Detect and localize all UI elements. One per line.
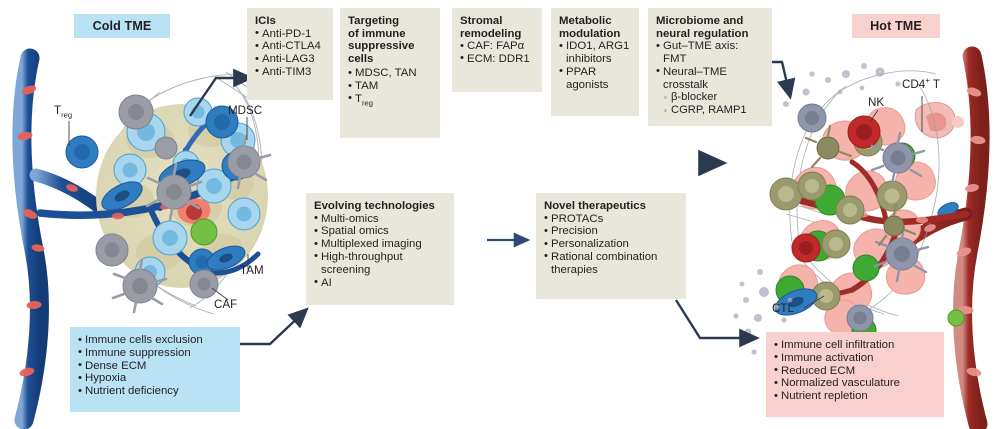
box-hot-features-list: Immune cell infiltration Immune activati… <box>774 339 936 403</box>
box-targeting-title: Targeting of immune suppressive cells <box>348 15 415 65</box>
box-cold-features-list: Immune cells exclusion Immune suppressio… <box>78 334 232 398</box>
annotation-nk: NK <box>868 96 885 109</box>
list-item: Hypoxia <box>78 372 232 385</box>
box-evolving-list: Multi-omics Spatial omics Multiplexed im… <box>314 212 446 290</box>
list-item: Nutrient deficiency <box>78 385 232 398</box>
cold-intratumoural-vessels <box>36 107 261 276</box>
list-item-treg: Treg <box>348 92 432 110</box>
box-evolving-technologies: Evolving technologies Multi-omics Spatia… <box>306 193 454 305</box>
list-item: Nutrient repletion <box>774 390 936 403</box>
list-item: CAF: FAPα <box>460 40 534 53</box>
leader-nk <box>869 109 879 123</box>
list-item: Neural–TME crosstalk <box>656 65 764 92</box>
list-item: Anti-LAG3 <box>255 53 325 66</box>
list-item: PPAR agonists <box>559 65 631 92</box>
cold-tme-label: Cold TME <box>74 14 170 38</box>
list-item: Multiplexed imaging <box>314 238 446 251</box>
arrow-layer <box>68 60 923 348</box>
box-microbiome-neural-regulation: Microbiome and neural regulation Gut–TME… <box>648 8 772 126</box>
box-metabolic-list: IDO1, ARG1 inhibitors PPAR agonists <box>559 40 631 91</box>
box-stromal-list: CAF: FAPα ECM: DDR1 <box>460 40 534 66</box>
box-novel-list: PROTACs Precision Personalization Ration… <box>544 212 678 277</box>
box-microbiome-title: Microbiome and neural regulation <box>656 15 749 40</box>
box-targeting-list: MDSC, TAN TAM Treg <box>348 67 432 110</box>
cold-tme-label-text: Cold TME <box>92 19 152 33</box>
box-microbiome-list: Gut–TME axis: FMT Neural–TME crosstalk β… <box>656 40 764 118</box>
list-subitem: β-blocker <box>656 91 764 105</box>
box-icis: ICIs Anti-PD-1 Anti-CTLA4 Anti-LAG3 Anti… <box>247 8 333 100</box>
list-item: AI <box>314 276 446 290</box>
list-item: Multi-omics <box>314 212 446 226</box>
box-icis-title: ICIs <box>255 15 276 27</box>
list-item: IDO1, ARG1 inhibitors <box>559 40 631 66</box>
arrow-cold-features-to-tech <box>240 307 309 346</box>
box-hot-tme-features: Immune cell infiltration Immune activati… <box>766 332 944 417</box>
annotation-tam: TAM <box>240 264 264 277</box>
list-item: TAM <box>348 80 432 93</box>
box-novel-title: Novel therapeutics <box>544 200 646 212</box>
list-item: Anti-TIM3 <box>255 65 325 79</box>
hot-tme-label-text: Hot TME <box>870 19 922 33</box>
list-item: Personalization <box>544 238 678 251</box>
box-stromal-title: Stromal remodeling <box>460 15 522 40</box>
list-item: ECM: DDR1 <box>460 52 534 66</box>
list-item: Normalized vasculature <box>774 377 936 390</box>
annotation-ctl: CTL <box>772 302 794 315</box>
list-subitem: CGRP, RAMP1 <box>656 104 764 118</box>
list-item: Reduced ECM <box>774 364 936 378</box>
box-icis-list: Anti-PD-1 Anti-CTLA4 Anti-LAG3 Anti-TIM3 <box>255 27 325 79</box>
list-item: Gut–TME axis: FMT <box>656 40 764 66</box>
cold-macrophages <box>95 94 272 314</box>
list-item: Precision <box>544 225 678 238</box>
list-item: Immune cell infiltration <box>774 339 936 352</box>
annotation-caf: CAF <box>214 298 238 311</box>
box-novel-therapeutics: Novel therapeutics PROTACs Precision Per… <box>536 193 686 299</box>
cold-green-cell <box>190 218 218 246</box>
box-evolving-title: Evolving technologies <box>314 200 435 212</box>
box-cold-tme-features: Immune cells exclusion Immune suppressio… <box>70 327 240 412</box>
annotation-mdsc: MDSC <box>228 104 263 117</box>
list-item: Immune cells exclusion <box>78 334 232 347</box>
box-metabolic-title: Metabolic modulation <box>559 15 621 40</box>
leader-ctl <box>803 295 825 309</box>
hot-tme-label: Hot TME <box>852 14 940 38</box>
arrow-therapeutics-to-hot-features <box>674 299 760 348</box>
annotation-cd4-t: CD4+ T <box>902 76 940 91</box>
list-item: Anti-PD-1 <box>255 27 325 41</box>
list-item: High-throughput screening <box>314 250 446 277</box>
box-metabolic-modulation: Metabolic modulation IDO1, ARG1 inhibito… <box>551 8 639 116</box>
cold-immune-cells <box>65 94 272 314</box>
box-stromal-remodeling: Stromal remodeling CAF: FAPα ECM: DDR1 <box>452 8 542 92</box>
hot-tumour-cells <box>777 107 936 335</box>
list-item: Anti-CTLA4 <box>255 40 325 53</box>
list-item: MDSC, TAN <box>348 67 432 80</box>
box-targeting-immune-suppressive-cells: Targeting of immune suppressive cells MD… <box>340 8 440 138</box>
hot-intratumoural-vessels <box>774 159 970 298</box>
list-item: Spatial omics <box>314 225 446 238</box>
list-item: Dense ECM <box>78 359 232 373</box>
annotation-treg: Treg <box>54 104 73 120</box>
list-item: Immune suppression <box>78 346 232 360</box>
list-item: Immune activation <box>774 351 936 365</box>
list-item: PROTACs <box>544 212 678 226</box>
list-item: Rational combination therapies <box>544 250 678 277</box>
